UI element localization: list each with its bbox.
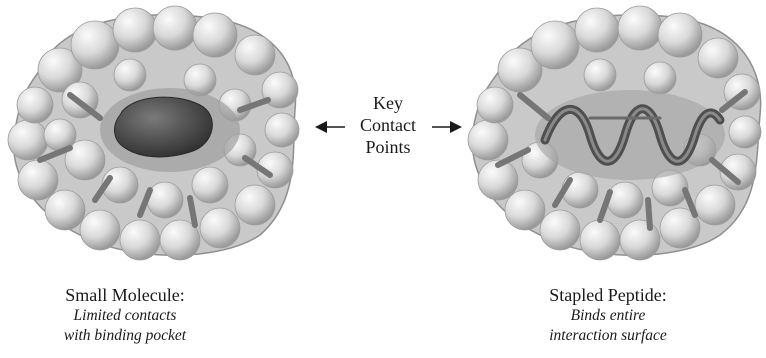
right-caption: Stapled Peptide: Binds entire interactio… (478, 284, 738, 346)
left-caption: Small Molecule: Limited contacts with bi… (0, 284, 250, 346)
right-protein-surface (468, 6, 761, 260)
left-caption-subtitle-1: Limited contacts (0, 306, 250, 326)
small-molecule-ligand (115, 97, 213, 157)
left-caption-title: Small Molecule: (0, 284, 250, 306)
right-caption-subtitle-1: Binds entire (478, 306, 738, 326)
key-label-line3: Points (342, 136, 434, 158)
contact-arrow (648, 200, 650, 228)
right-caption-subtitle-2: interaction surface (478, 326, 738, 346)
key-contact-points-label: Key Contact Points (342, 92, 434, 158)
key-label-line1: Key (342, 92, 434, 114)
right-caption-title: Stapled Peptide: (478, 284, 738, 306)
left-caption-subtitle-2: with binding pocket (0, 326, 250, 346)
key-label-line2: Contact (342, 114, 434, 136)
